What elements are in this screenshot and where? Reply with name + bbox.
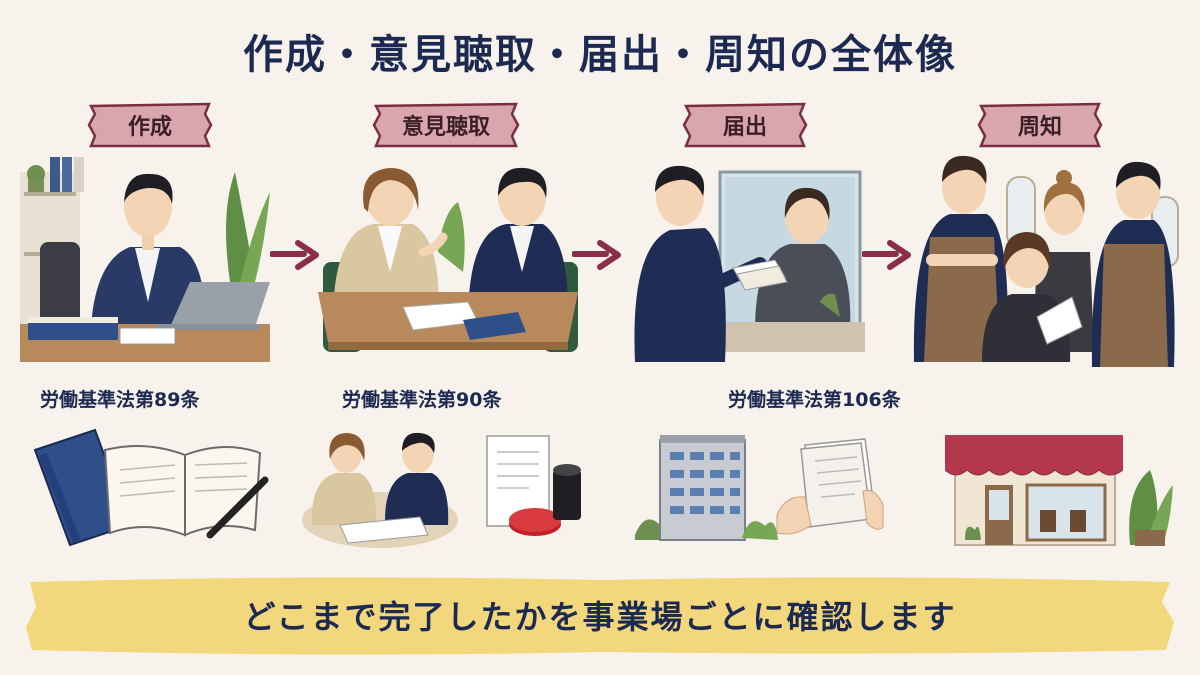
stage-label-hearing: 意見聴取: [370, 100, 522, 150]
stage-label-text: 届出: [722, 115, 767, 140]
arrow-right-icon: [862, 240, 911, 270]
page-title: 作成・意見聴取・届出・周知の全体像: [243, 32, 957, 78]
arrow-right-icon: [572, 240, 621, 270]
stage-label-text: 作成: [127, 115, 172, 140]
binder-and-book-icon: [33, 428, 269, 547]
arrow-right-icon: [270, 240, 319, 270]
stage-label-submit: 届出: [680, 100, 810, 150]
stage-label-create: 作成: [85, 100, 215, 150]
salon-staff-icon: [913, 155, 1179, 367]
stage-label-text: 意見聴取: [401, 115, 490, 140]
signing-meeting-icon: [302, 432, 458, 548]
stage-label-notify: 周知: [975, 100, 1105, 150]
document-and-stamp-icon: [486, 435, 581, 536]
label-ribbon-icon: [87, 102, 213, 148]
law-article-106: 労働基準法第106条: [728, 389, 901, 411]
paper-in-hands-icon: [776, 438, 884, 535]
window-submission-icon: [634, 165, 865, 362]
label-ribbon-icon: [372, 102, 520, 148]
label-ribbon-icon: [977, 102, 1103, 148]
label-ribbon-icon: [682, 102, 808, 148]
banner-brush-icon: [26, 577, 1174, 655]
office-building-icon: [635, 435, 778, 541]
two-people-meeting-icon: [318, 167, 578, 352]
person-at-laptop-icon: [20, 157, 270, 362]
salon-storefront-icon: [945, 435, 1173, 546]
law-article-90: 労働基準法第90条: [342, 389, 502, 411]
summary-banner: どこまで完了したかを事業場ごとに確認します: [22, 572, 1178, 658]
law-article-89: 労働基準法第89条: [40, 389, 200, 411]
summary-banner-text: どこまで完了したかを事業場ごとに確認します: [243, 598, 957, 636]
stage-label-text: 周知: [1017, 115, 1062, 140]
